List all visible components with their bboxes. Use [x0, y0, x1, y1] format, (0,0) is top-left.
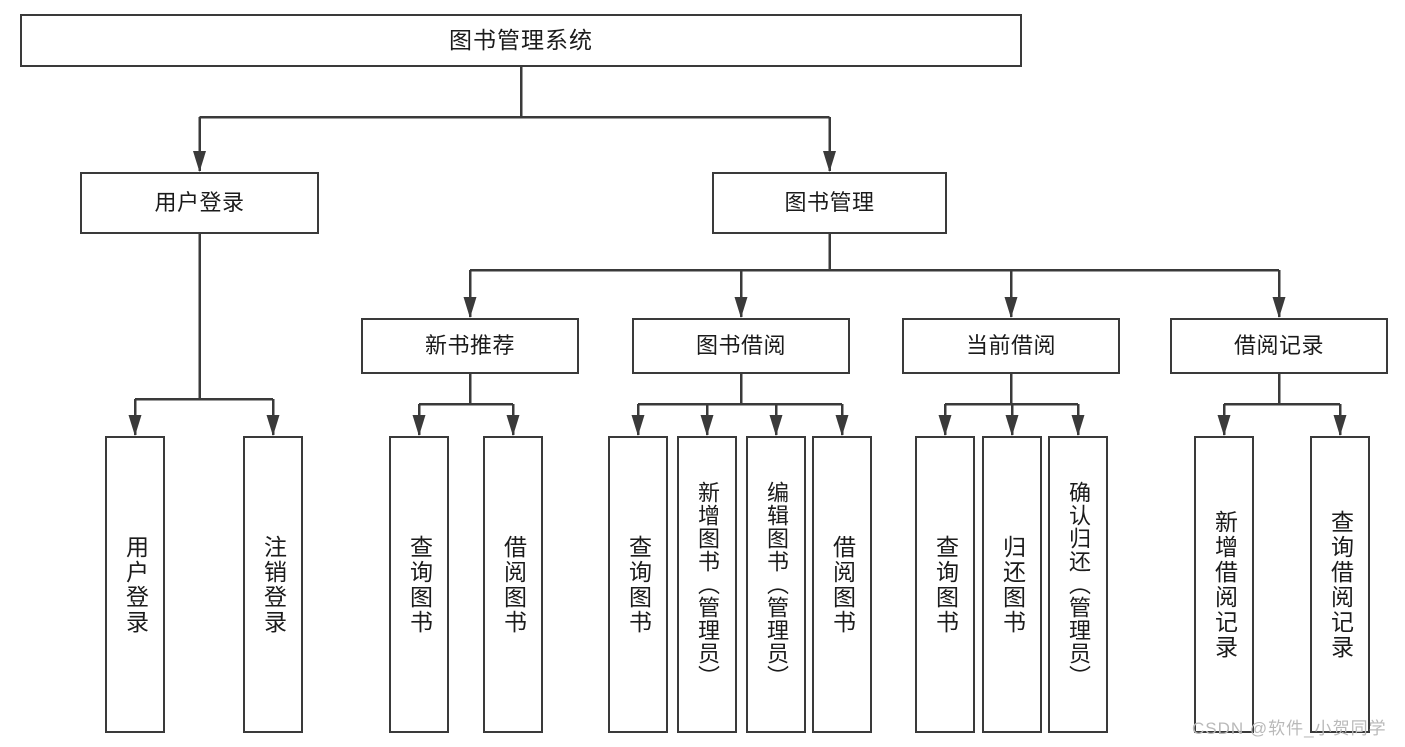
node-leaf-login-in[interactable]: 用户登录: [105, 436, 165, 733]
node-leaf-login-out[interactable]: 注销登录: [243, 436, 303, 733]
arrowhead: [823, 151, 836, 172]
node-label: 借阅记录: [1233, 332, 1324, 358]
node-login[interactable]: 用户登录: [80, 172, 319, 234]
arrowhead: [128, 415, 142, 436]
node-label: 新书推荐: [424, 332, 515, 358]
node-label: 借阅图书: [829, 534, 856, 635]
node-newbook[interactable]: 新书推荐: [361, 318, 579, 374]
node-leaf-bor-edit[interactable]: 编辑图书（管理员）: [746, 436, 806, 733]
arrowhead: [631, 415, 645, 436]
node-label: 编辑图书（管理员）: [764, 481, 789, 688]
node-borrow[interactable]: 图书借阅: [632, 318, 850, 374]
arrowhead: [1005, 415, 1019, 436]
node-label: 注销登录: [260, 534, 287, 635]
node-label: 借阅图书: [500, 534, 527, 635]
node-leaf-cur-conf[interactable]: 确认归还（管理员）: [1048, 436, 1108, 733]
node-label: 图书管理: [784, 189, 875, 215]
node-leaf-cur-query[interactable]: 查询图书: [915, 436, 975, 733]
node-label: 确认归还（管理员）: [1066, 481, 1091, 688]
node-leaf-bor-query[interactable]: 查询图书: [608, 436, 668, 733]
node-leaf-bor-lend[interactable]: 借阅图书: [812, 436, 872, 733]
arrowhead: [463, 297, 477, 318]
arrowhead: [1217, 415, 1231, 436]
node-label: 查询借阅记录: [1327, 509, 1354, 660]
node-label: 图书借阅: [695, 332, 786, 358]
node-leaf-new-query[interactable]: 查询图书: [389, 436, 449, 733]
node-label: 新增图书（管理员）: [695, 481, 720, 688]
arrowhead: [193, 151, 206, 172]
arrowhead: [412, 415, 426, 436]
node-label: 新增借阅记录: [1211, 509, 1238, 660]
node-label: 当前借阅: [965, 332, 1056, 358]
node-leaf-rec-add[interactable]: 新增借阅记录: [1194, 436, 1254, 733]
arrowhead: [1272, 297, 1286, 318]
node-records[interactable]: 借阅记录: [1170, 318, 1388, 374]
arrowhead: [835, 415, 849, 436]
arrowhead: [700, 415, 714, 436]
arrowhead: [769, 415, 783, 436]
arrowhead: [266, 415, 280, 436]
arrowhead: [734, 297, 748, 318]
node-label: 查询图书: [932, 534, 959, 635]
node-label: 查询图书: [406, 534, 433, 635]
arrowhead: [506, 415, 520, 436]
arrowhead: [1004, 297, 1018, 318]
node-bookmgmt[interactable]: 图书管理: [712, 172, 947, 234]
node-leaf-bor-add[interactable]: 新增图书（管理员）: [677, 436, 737, 733]
node-label: 图书管理系统: [449, 26, 593, 53]
node-leaf-rec-query[interactable]: 查询借阅记录: [1310, 436, 1370, 733]
node-root[interactable]: 图书管理系统: [20, 14, 1022, 67]
node-label: 用户登录: [122, 534, 149, 635]
node-label: 归还图书: [999, 534, 1026, 635]
node-leaf-cur-back[interactable]: 归还图书: [982, 436, 1042, 733]
arrowhead: [938, 415, 952, 436]
arrowhead: [1333, 415, 1347, 436]
arrowhead: [1071, 415, 1085, 436]
node-label: 查询图书: [625, 534, 652, 635]
node-current[interactable]: 当前借阅: [902, 318, 1120, 374]
node-label: 用户登录: [154, 189, 245, 215]
node-leaf-new-borrow[interactable]: 借阅图书: [483, 436, 543, 733]
